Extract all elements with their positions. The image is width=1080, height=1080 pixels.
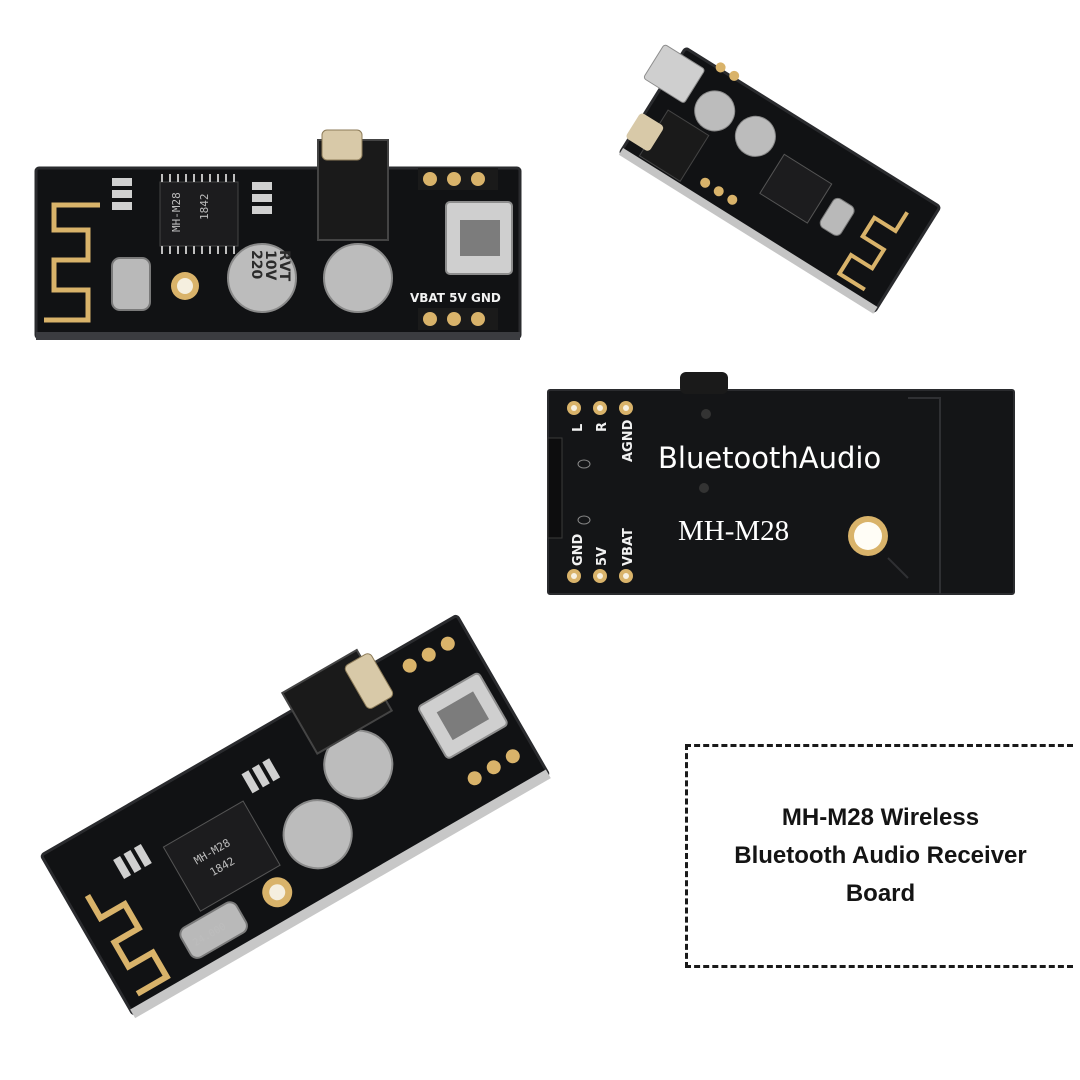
- svg-text:220: 220: [248, 250, 264, 279]
- crystal-oscillator: [179, 901, 248, 959]
- silk-5v: 5V: [595, 547, 610, 566]
- board-back-model: MH-M28: [678, 515, 789, 547]
- product-title: MH-M28 Wireless Bluetooth Audio Receiver…: [701, 799, 1061, 913]
- pin-header-audio: [402, 636, 455, 673]
- board-front-angled: [618, 44, 941, 314]
- board-photo-bottom-left: MH-M28 1842 24.000: [40, 610, 560, 1019]
- crystal-oscillator: [111, 257, 151, 311]
- silk-vbat: VBAT: [621, 528, 636, 566]
- pin-pads-top: [567, 401, 633, 415]
- board-back: L R AGND GND 5V VBAT BluetoothAudio MH-M…: [547, 372, 1015, 595]
- board-front-flat: MH-M28 1842 220 10V RVT: [34, 129, 522, 340]
- silk-gnd: GND: [571, 533, 586, 566]
- board-photo-top-right: [618, 40, 941, 320]
- board-front-angled-large: MH-M28 1842 24.000: [40, 614, 551, 1019]
- capacitor-1: 220 10V RVT: [227, 243, 297, 313]
- pin-header-audio: [418, 168, 498, 190]
- silk-agnd: AGND: [621, 419, 636, 462]
- capacitor-2: [323, 243, 393, 313]
- caption-line-1: MH-M28 Wireless: [781, 804, 980, 831]
- caption-line-3: Board: [845, 880, 916, 907]
- caption-line-2: Bluetooth Audio Receiver: [734, 842, 1027, 869]
- antenna-trace: [836, 211, 909, 292]
- silk-power-pins: VBAT 5V GND: [410, 291, 501, 305]
- silk-r: R: [595, 422, 610, 432]
- board-photo-top-left: MH-M28 1842 220 10V RVT: [30, 110, 530, 350]
- board-back-title: BluetoothAudio: [658, 441, 881, 475]
- bt-chip: [159, 181, 239, 247]
- svg-text:RVT: RVT: [276, 250, 292, 282]
- antenna-trace: [84, 894, 171, 997]
- board-photo-back: L R AGND GND 5V VBAT BluetoothAudio MH-M…: [547, 368, 1018, 598]
- chip-label: MH-M28: [170, 192, 183, 232]
- pin-header-power: [418, 308, 498, 330]
- capacitor-1: [282, 799, 353, 870]
- pin-header-power: [467, 749, 520, 786]
- caption-box: MH-M28 Wireless Bluetooth Audio Receiver…: [685, 744, 1073, 968]
- svg-text:10V: 10V: [262, 250, 278, 280]
- bt-chip: [162, 800, 281, 912]
- antenna-trace: [44, 202, 100, 323]
- chip-code: 1842: [198, 194, 211, 221]
- silk-l: L: [571, 424, 586, 432]
- bt-chip: [759, 153, 833, 224]
- pin-pads-bottom: [567, 569, 633, 583]
